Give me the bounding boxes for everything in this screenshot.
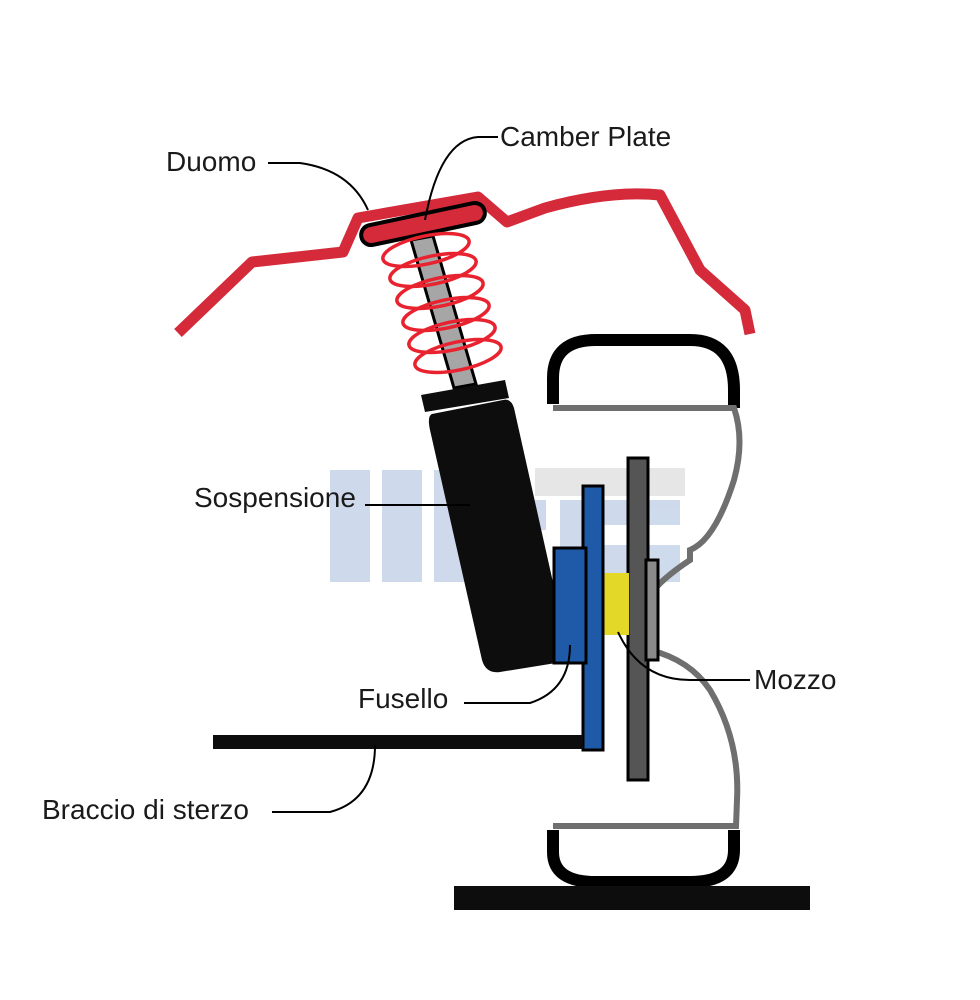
leader-duomo — [268, 162, 369, 211]
tire-lower-sidewall — [553, 647, 741, 829]
label-sospensione: Sospensione — [194, 482, 356, 513]
coil-spring — [381, 231, 503, 375]
leader-lines — [268, 136, 750, 813]
label-braccio-di-sterzo: Braccio di sterzo — [42, 794, 249, 825]
shock-body — [428, 399, 568, 673]
steering-arm — [213, 735, 583, 749]
leader-camber-plate — [424, 136, 498, 221]
leader-braccio — [272, 744, 376, 813]
label-camber-plate: Camber Plate — [500, 121, 671, 152]
knuckle-block — [552, 546, 588, 665]
tire-lower-rim — [547, 830, 740, 888]
tire-upper-rim — [547, 334, 740, 408]
hub-collar — [644, 558, 660, 662]
leader-mozzo — [617, 631, 750, 681]
hub — [604, 573, 629, 635]
tire-sidewall — [553, 405, 743, 597]
spring-seat — [421, 380, 509, 412]
camber-plate — [359, 200, 487, 248]
ground — [454, 886, 810, 910]
leader-fusello — [464, 644, 571, 704]
label-duomo: Duomo — [166, 146, 256, 177]
label-mozzo: Mozzo — [754, 664, 836, 695]
label-fusello: Fusello — [358, 683, 448, 714]
car-body-outline — [174, 188, 756, 337]
